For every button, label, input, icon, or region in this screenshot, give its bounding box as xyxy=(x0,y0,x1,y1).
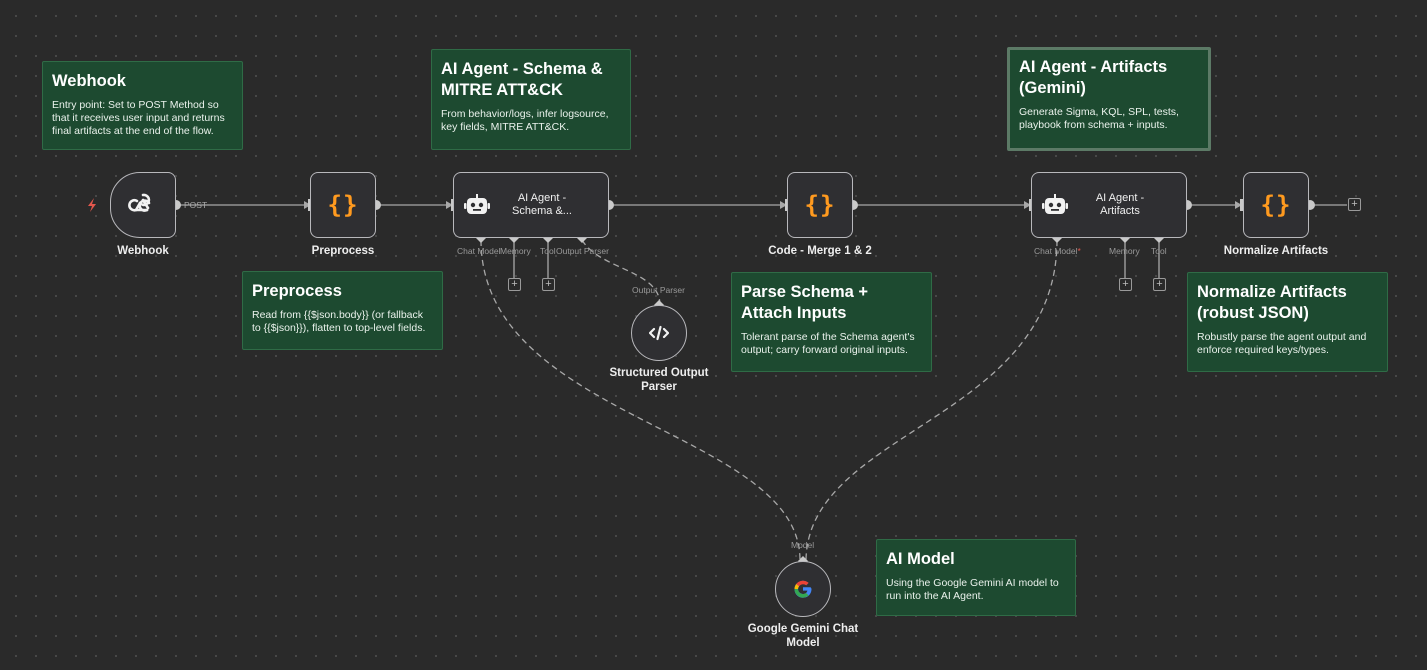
note-webhook[interactable]: Webhook Entry point: Set to POST Method … xyxy=(42,61,243,150)
add-memory-button[interactable]: + xyxy=(508,278,521,291)
structured-output-parser-node[interactable] xyxy=(631,305,687,361)
braces-icon: {} xyxy=(804,191,836,219)
port-label-parser-input: Output Parser xyxy=(632,285,685,295)
note-ai-model[interactable]: AI Model Using the Google Gemini AI mode… xyxy=(876,539,1076,616)
note-body: Read from {{$json.body}} (or fallback to… xyxy=(252,309,426,334)
node-label-preprocess: Preprocess xyxy=(311,245,375,257)
note-schema-agent[interactable]: AI Agent - Schema & MITRE ATT&CK From be… xyxy=(431,49,631,150)
google-gemini-chat-model-node[interactable] xyxy=(775,561,831,617)
note-title: Normalize Artifacts (robust JSON) xyxy=(1197,283,1347,322)
note-title: Webhook xyxy=(52,72,126,90)
port-label-chat-model: Chat Model xyxy=(457,246,501,256)
port-label-model-output: Model xyxy=(791,540,815,550)
note-normalize[interactable]: Normalize Artifacts (robust JSON) Robust… xyxy=(1187,272,1388,372)
required-marker: * xyxy=(1077,246,1081,256)
port-label-chat-model: Chat Model* xyxy=(1034,246,1081,256)
add-memory-button[interactable]: + xyxy=(1119,278,1132,291)
add-next-node-button[interactable]: + xyxy=(1348,198,1361,211)
preprocess-node[interactable]: {} xyxy=(310,172,376,238)
robot-icon xyxy=(464,194,490,216)
add-tool-button[interactable]: + xyxy=(1153,278,1166,291)
edge-label-post: POST xyxy=(184,200,208,210)
node-label-normalize-artifacts: Normalize Artifacts xyxy=(1223,245,1329,257)
note-body: Tolerant parse of the Schema agent's out… xyxy=(741,331,915,356)
note-preprocess[interactable]: Preprocess Read from {{$json.body}} (or … xyxy=(242,271,443,350)
webhook-node[interactable] xyxy=(110,172,176,238)
note-title: AI Agent - Schema & MITRE ATT&CK xyxy=(441,60,603,99)
note-artifacts-agent[interactable]: AI Agent - Artifacts (Gemini) Generate S… xyxy=(1007,47,1211,151)
port-label-memory: Memory xyxy=(500,246,531,256)
port-label-output-parser: Output Parser xyxy=(556,246,609,256)
note-body: Generate Sigma, KQL, SPL, tests, playboo… xyxy=(1019,106,1179,131)
braces-icon: {} xyxy=(327,191,359,219)
note-title: AI Agent - Artifacts (Gemini) xyxy=(1019,58,1168,97)
code-merge-node[interactable]: {} xyxy=(787,172,853,238)
node-label-google-gemini: Google Gemini Chat Model xyxy=(747,623,859,649)
node-label-ai-agent-schema: AI Agent - Schema &... xyxy=(512,192,572,217)
note-body: From behavior/logs, infer logsource, key… xyxy=(441,108,609,133)
google-icon xyxy=(793,579,813,599)
note-body: Entry point: Set to POST Method so that … xyxy=(52,99,225,137)
note-body: Robustly parse the agent output and enfo… xyxy=(1197,331,1367,356)
add-tool-button[interactable]: + xyxy=(542,278,555,291)
robot-icon xyxy=(1042,194,1068,216)
note-title: Preprocess xyxy=(252,282,342,300)
note-title: Parse Schema + Attach Inputs xyxy=(741,283,869,322)
note-parse-schema[interactable]: Parse Schema + Attach Inputs Tolerant pa… xyxy=(731,272,932,372)
port-label-memory: Memory xyxy=(1109,246,1140,256)
ai-agent-artifacts-node[interactable]: AI Agent - Artifacts xyxy=(1031,172,1187,238)
node-label-ai-agent-artifacts: AI Agent - Artifacts xyxy=(1095,192,1145,217)
node-label-structured-output-parser: Structured Output Parser xyxy=(609,367,709,393)
port-label-tool: Tool xyxy=(540,246,556,256)
braces-icon: {} xyxy=(1260,191,1292,219)
note-body: Using the Google Gemini AI model to run … xyxy=(886,577,1059,602)
ai-agent-schema-node[interactable]: AI Agent - Schema &... xyxy=(453,172,609,238)
node-label-code-merge: Code - Merge 1 & 2 xyxy=(768,245,872,257)
normalize-artifacts-node[interactable]: {} xyxy=(1243,172,1309,238)
port-label-text: Chat Model xyxy=(1034,246,1078,256)
port-label-tool: Tool xyxy=(1151,246,1167,256)
node-label-webhook: Webhook xyxy=(117,245,169,257)
note-title: AI Model xyxy=(886,550,955,568)
code-icon xyxy=(649,325,669,341)
webhook-icon xyxy=(128,191,158,219)
